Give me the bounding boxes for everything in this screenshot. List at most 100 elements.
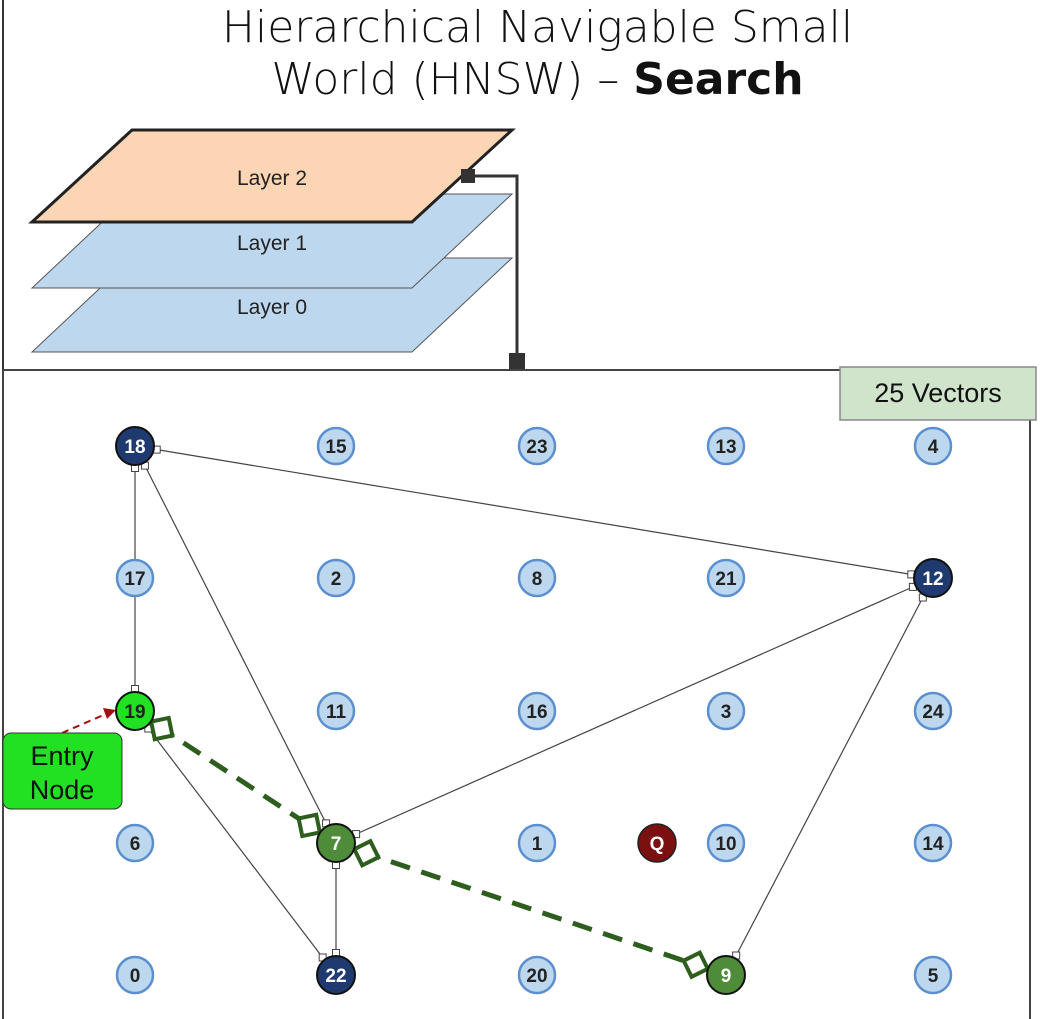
layer-2-label: Layer 2 — [237, 167, 307, 190]
layer-stack: Layer 0 Layer 1 Layer 2 — [28, 128, 525, 369]
layer-2-plane — [28, 128, 516, 224]
node-20[interactable]: 20 — [517, 955, 557, 995]
node-1[interactable]: 1 — [517, 823, 557, 863]
edges — [131, 445, 927, 962]
node-18[interactable]: 18 — [115, 426, 155, 466]
entry-arrow — [61, 712, 109, 734]
node-label: 20 — [526, 966, 547, 987]
node-label: 23 — [526, 437, 547, 458]
node-circle — [913, 558, 953, 598]
node-circle — [913, 823, 953, 863]
node-circle — [316, 955, 356, 995]
node-3[interactable]: 3 — [706, 691, 746, 731]
node-21[interactable]: 21 — [706, 558, 746, 598]
node-label: 3 — [721, 702, 732, 723]
node-circle — [517, 691, 557, 731]
node-0[interactable]: 0 — [115, 955, 155, 995]
node-6[interactable]: 6 — [115, 823, 155, 863]
node-11[interactable]: 11 — [316, 691, 356, 731]
node-label: 16 — [526, 702, 547, 723]
layer-connector — [468, 174, 519, 362]
edge-18-12 — [154, 448, 914, 576]
node-label: 7 — [331, 834, 342, 855]
node-label: 8 — [532, 569, 543, 590]
node-23[interactable]: 23 — [517, 426, 557, 466]
node-label: 4 — [928, 437, 939, 458]
node-circle — [913, 955, 953, 995]
node-circle — [517, 558, 557, 598]
node-4[interactable]: 4 — [913, 426, 953, 466]
page-title: Hierarchical Navigable Small World (HNSW… — [0, 2, 1042, 106]
entry-arrowhead — [103, 708, 116, 719]
vector-count: 25 Vectors — [874, 378, 1002, 408]
edge-12-9 — [734, 595, 925, 958]
node-label: 18 — [124, 437, 145, 458]
title-line2: World (HNSW) – Search — [0, 54, 1042, 106]
node-label: 22 — [325, 966, 346, 987]
node-9[interactable]: 9 — [706, 955, 746, 995]
nodes: 18 15 23 13 4 17 2 8 21 12 19 11 16 3 24 6 7 1 10 14 0 22 20 9 5… — [115, 426, 953, 995]
connector-end — [509, 353, 525, 369]
node-8[interactable]: 8 — [517, 558, 557, 598]
node-circle — [115, 955, 155, 995]
node-circle — [706, 691, 746, 731]
node-14[interactable]: 14 — [913, 823, 953, 863]
node-circle — [706, 955, 746, 995]
title-prefix: World (HNSW) – — [271, 54, 634, 105]
node-label: 19 — [124, 702, 145, 723]
search-path-segment — [155, 723, 316, 831]
node-label: 21 — [715, 569, 737, 590]
node-circle — [316, 426, 356, 466]
node-12[interactable]: 12 — [913, 558, 953, 598]
entry-label-1: Entry — [30, 741, 94, 771]
node-circle — [706, 426, 746, 466]
node-circle — [913, 691, 953, 731]
edge-7-12 — [354, 585, 915, 836]
node-13[interactable]: 13 — [706, 426, 746, 466]
node-circle — [115, 823, 155, 863]
path-marker — [148, 715, 175, 742]
title-line1: Hierarchical Navigable Small — [221, 2, 854, 53]
node-19[interactable]: 19 — [115, 691, 155, 731]
node-16[interactable]: 16 — [517, 691, 557, 731]
query-label: Q — [650, 834, 665, 855]
path-marker — [680, 950, 711, 980]
node-24[interactable]: 24 — [913, 691, 953, 731]
node-circle — [115, 558, 155, 598]
entry-label-2: Node — [30, 775, 95, 805]
node-label: 0 — [130, 966, 141, 987]
node-5[interactable]: 5 — [913, 955, 953, 995]
query-circle — [637, 823, 677, 863]
node-label: 5 — [928, 966, 939, 987]
node-2[interactable]: 2 — [316, 558, 356, 598]
node-circle — [517, 823, 557, 863]
entry-box — [2, 732, 123, 810]
node-15[interactable]: 15 — [316, 426, 356, 466]
node-label: 24 — [922, 702, 944, 723]
path-marker — [351, 838, 382, 868]
node-label: 13 — [715, 437, 736, 458]
node-22[interactable]: 22 — [316, 955, 356, 995]
node-label: 10 — [715, 834, 736, 855]
node-circle — [706, 823, 746, 863]
node-17[interactable]: 17 — [115, 558, 155, 598]
vector-badge: 25 Vectors — [839, 366, 1037, 421]
node-label: 14 — [922, 834, 944, 855]
node-label: 17 — [124, 569, 145, 590]
node-7[interactable]: 7 — [316, 823, 356, 863]
search-path-segment — [359, 848, 703, 970]
layer-1-label: Layer 1 — [237, 232, 307, 255]
node-circle — [316, 691, 356, 731]
title-bold: Search — [633, 54, 804, 105]
node-circle — [316, 558, 356, 598]
entry-node-callout[interactable]: Entry Node — [2, 708, 123, 810]
layer-0-label: Layer 0 — [237, 296, 307, 319]
edge-19-22 — [146, 726, 325, 960]
node-label: 15 — [325, 437, 347, 458]
query-node[interactable]: Q — [637, 823, 677, 863]
node-circle — [913, 426, 953, 466]
node-10[interactable]: 10 — [706, 823, 746, 863]
node-circle — [115, 426, 155, 466]
node-label: 9 — [721, 966, 732, 987]
